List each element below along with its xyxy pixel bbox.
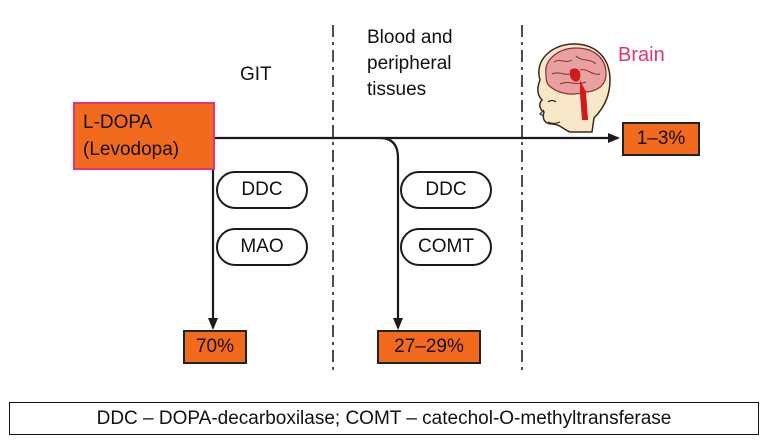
brain-label: Brain	[618, 44, 665, 66]
git-ddc-box: DDC	[216, 171, 308, 209]
brain-result-box: 1–3%	[622, 122, 700, 156]
git-column-label: GIT	[240, 64, 272, 85]
legend-box: DDC – DOPA-decarboxilase; COMT – catecho…	[9, 402, 759, 435]
git-mao-box: MAO	[216, 228, 308, 266]
blood-comt-box: COMT	[400, 228, 492, 266]
arrow-to-blood	[379, 136, 403, 330]
levodopa-box: L-DOPA (Levodopa)	[73, 102, 215, 170]
levodopa-line1: L-DOPA	[83, 112, 153, 133]
blood-ddc-box: DDC	[400, 171, 492, 209]
blood-column-label: Blood and peripheral tissues	[367, 25, 453, 103]
blood-label-line3: tissues	[367, 79, 427, 100]
brain-head-icon	[537, 43, 611, 133]
levodopa-line2: (Levodopa)	[83, 139, 180, 160]
blood-label-line1: Blood and	[367, 27, 453, 48]
blood-result-box: 27–29%	[377, 330, 481, 364]
git-result-box: 70%	[183, 330, 247, 364]
blood-label-line2: peripheral	[367, 53, 452, 74]
